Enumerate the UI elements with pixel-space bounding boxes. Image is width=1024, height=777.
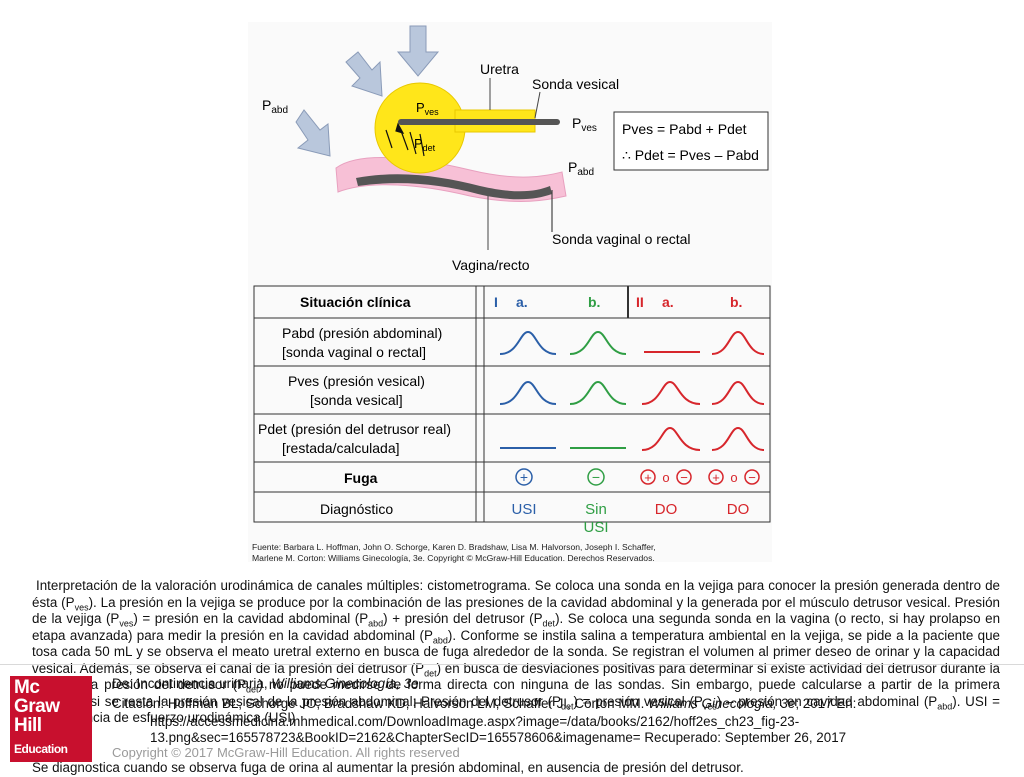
bladder-catheter — [398, 119, 560, 125]
curve-pdet-iia — [641, 426, 701, 451]
label-pdet-inside: Pdet — [414, 136, 436, 153]
table-header-col2b: b. — [730, 294, 742, 310]
vaginal-catheter — [356, 174, 552, 200]
curve-pabd-ib — [569, 330, 627, 355]
row-diagnostico-label: Diagnóstico — [320, 501, 393, 517]
label-pves-right: Pves — [572, 115, 597, 134]
label-vagina: Vagina/recto — [452, 257, 530, 273]
clinical-table — [253, 285, 771, 523]
figure-caption: Interpretación de la valoración urodinám… — [32, 578, 1001, 725]
citation-url-1[interactable]: https://accessmedicina.mhmedical.com/Dow… — [150, 714, 800, 729]
curve-pabd-iib — [711, 330, 765, 355]
fuga-sign-ia: + — [520, 469, 528, 485]
footer-band — [0, 664, 1024, 769]
bladder — [374, 82, 466, 174]
mcgraw-hill-logo: Mc Graw Hill Education — [10, 676, 92, 762]
fuga-sign-iib-o: o — [730, 470, 737, 485]
diag-ia: USI — [511, 501, 536, 518]
source-line-2: Marlene M. Corton: Williams Ginecología,… — [252, 553, 655, 563]
diag-ib-2: USI — [583, 519, 608, 536]
row-fuga-label: Fuga — [344, 470, 378, 486]
citation-url-2[interactable]: 13.png&sec=165578723&BookID=2162&Chapter… — [150, 730, 847, 745]
pressure-arrows — [295, 25, 440, 157]
curve-pves-iib — [711, 380, 765, 405]
label-pabd-right: Pabd — [568, 159, 594, 178]
label-sonda-vesical: Sonda vesical — [532, 76, 619, 92]
source-line-1: Fuente: Barbara L. Hoffman, John O. Scho… — [252, 542, 656, 552]
curve-pves-ib — [569, 380, 627, 405]
row-pves-label-1: Pves (presión vesical) — [288, 373, 425, 389]
urodynamics-figure: Pabd Uretra Sonda vesical Pves Pdet Pves… — [248, 22, 772, 563]
diag-iib: DO — [727, 501, 750, 518]
fuga-positive-iib — [708, 469, 724, 485]
table-header-col1b: b. — [588, 294, 600, 310]
arrow-top — [396, 25, 440, 77]
curve-pves-iia — [641, 380, 701, 405]
fuga-sign-iib-plus: + — [712, 470, 720, 485]
table-header-col2a: a. — [662, 294, 674, 310]
fuga-sign-iib-minus: − — [748, 470, 756, 485]
fuga-sign-iia-minus: − — [680, 470, 688, 485]
curve-pdet-iib — [711, 426, 765, 451]
diag-iia: DO — [655, 501, 678, 518]
arrow-left — [295, 109, 331, 157]
curve-pabd-ia — [499, 330, 557, 355]
row-pdet-label-2: [restada/calculada] — [282, 440, 400, 456]
label-uretra: Uretra — [480, 61, 519, 77]
curve-pves-ia — [499, 380, 557, 405]
table-header-col1a: a. — [516, 294, 528, 310]
citation-de: De: Incontinencia urinaria, Williams Gin… — [112, 676, 419, 691]
fuga-sign-iia-o: o — [662, 470, 669, 485]
fuga-positive-ia — [515, 468, 533, 486]
row-pdet-label-1: Pdet (presión del detrusor real) — [258, 421, 451, 437]
citation-cita: Citación: Hoffman BL, Schorge JO, Bradsh… — [112, 696, 857, 711]
label-pabd-left: Pabd — [262, 97, 288, 116]
table-header-situacion: Situación clínica — [300, 294, 411, 310]
label-sonda-vaginal: Sonda vaginal o rectal — [552, 231, 691, 247]
arrow-upper-left — [345, 51, 383, 97]
formula-box — [613, 111, 769, 171]
fuga-negative-iia — [676, 469, 692, 485]
figure-background — [248, 22, 772, 562]
fuga-negative-iib — [744, 469, 760, 485]
row-pabd-label-2: [sonda vaginal o rectal] — [282, 344, 426, 360]
row-pves-label-2: [sonda vesical] — [310, 392, 403, 408]
copyright-text: Copyright © 2017 McGraw-Hill Education. … — [112, 745, 460, 760]
label-pves-inside: Pves — [416, 100, 439, 117]
internal-arrows — [385, 122, 425, 157]
diag-ib-1: Sin — [585, 501, 607, 518]
fuga-negative-ib — [587, 468, 605, 486]
table-header-col2: II — [636, 294, 644, 310]
fuga-sign-ib: − — [592, 469, 600, 485]
formula-line-2: ∴ Pdet = Pves – Pabd — [622, 147, 759, 163]
table-header-col1: I — [494, 294, 498, 310]
fuga-sign-iia-plus: + — [644, 470, 652, 485]
row-pabd-label-1: Pabd (presión abdominal) — [282, 325, 442, 341]
formula-line-1: Pves = Pabd + Pdet — [622, 121, 747, 137]
fuga-positive-iia — [640, 469, 656, 485]
